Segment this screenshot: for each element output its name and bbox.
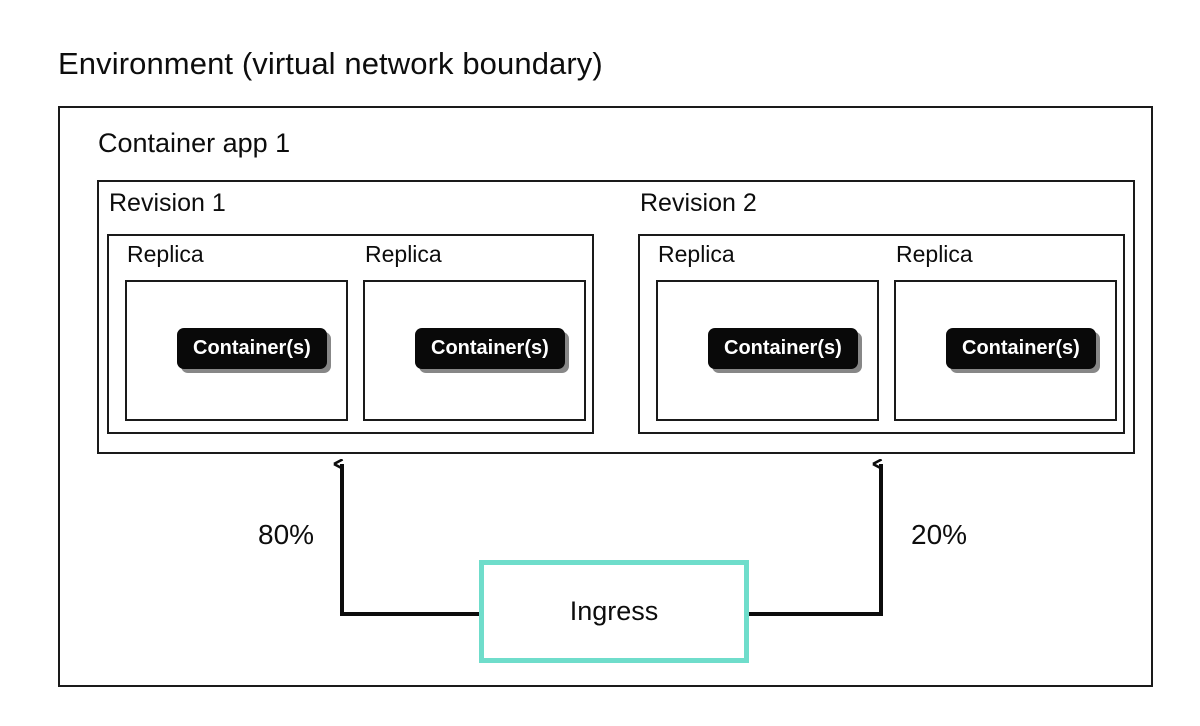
revision-1-replica-group: Replica Container(s) Replica Container(s… bbox=[107, 234, 594, 434]
traffic-percent-revision-2: 20% bbox=[911, 519, 968, 550]
revision-1-replica-2: Replica Container(s) bbox=[357, 236, 592, 432]
ingress-label: Ingress bbox=[569, 596, 659, 626]
container-app-title: Container app 1 bbox=[98, 128, 291, 158]
replica-label: Replica bbox=[896, 241, 973, 267]
environment-title: Environment (virtual network boundary) bbox=[58, 46, 603, 81]
container-badge: Container(s) bbox=[708, 328, 858, 369]
container-badge: Container(s) bbox=[177, 328, 327, 369]
environment-boundary-box bbox=[58, 106, 1153, 687]
revision-2-title: Revision 2 bbox=[640, 189, 757, 217]
revision-2-replica-1: Replica Container(s) bbox=[650, 236, 885, 432]
revision-2: Revision 2 Replica Container(s) Replica … bbox=[630, 182, 1129, 456]
revision-2-replica-2: Replica Container(s) bbox=[888, 236, 1123, 432]
container-badge: Container(s) bbox=[415, 328, 565, 369]
replica-label: Replica bbox=[658, 241, 735, 267]
ingress-box: Ingress bbox=[479, 560, 749, 663]
traffic-percent-revision-1: 80% bbox=[258, 519, 315, 550]
revision-1-replica-1: Replica Container(s) bbox=[119, 236, 354, 432]
container-app-box: Container app 1 Revision 1 Replica Conta… bbox=[82, 122, 1135, 454]
revision-2-replica-group: Replica Container(s) Replica Container(s… bbox=[638, 234, 1125, 434]
revision-1-title: Revision 1 bbox=[109, 189, 226, 217]
container-app-inner-box: Revision 1 Replica Container(s) Replica … bbox=[97, 180, 1135, 454]
revision-1: Revision 1 Replica Container(s) Replica … bbox=[99, 182, 598, 456]
replica-inner-box: Container(s) bbox=[656, 280, 879, 421]
replica-inner-box: Container(s) bbox=[363, 280, 586, 421]
replica-label: Replica bbox=[127, 241, 204, 267]
replica-inner-box: Container(s) bbox=[125, 280, 348, 421]
replica-label: Replica bbox=[365, 241, 442, 267]
container-badge: Container(s) bbox=[946, 328, 1096, 369]
replica-inner-box: Container(s) bbox=[894, 280, 1117, 421]
